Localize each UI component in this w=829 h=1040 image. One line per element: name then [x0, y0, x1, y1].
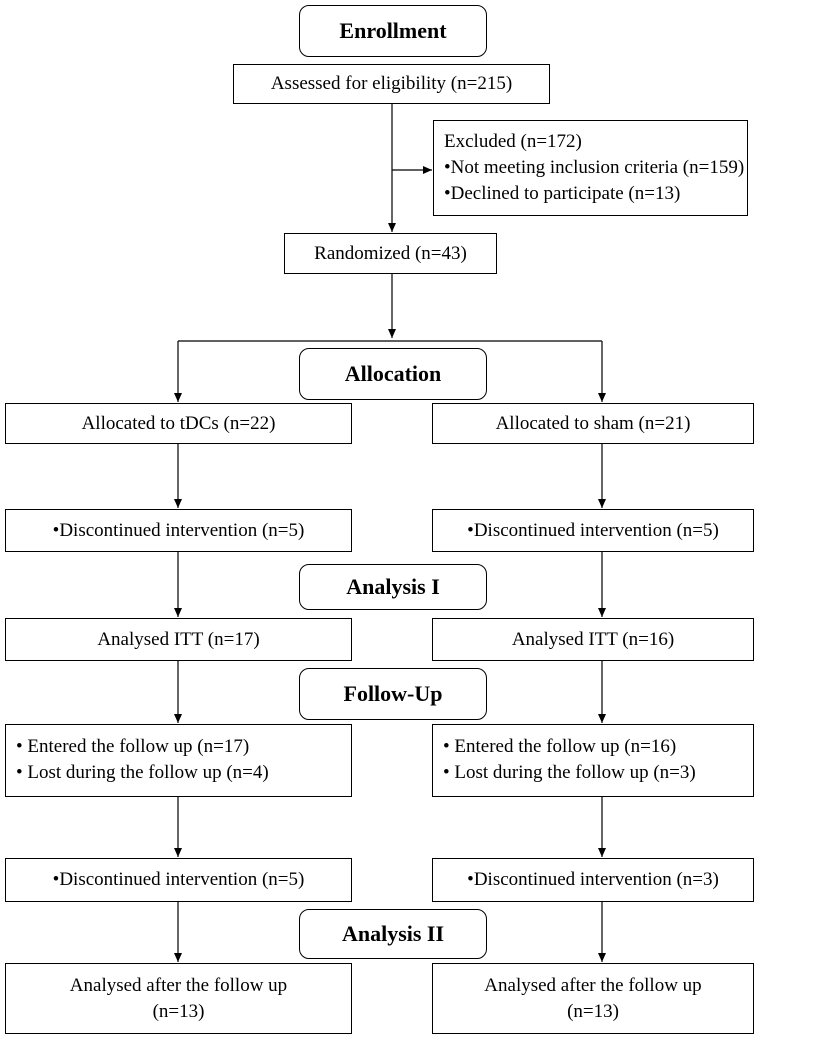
left-follow-up-item: • Lost during the follow up (n=4)	[16, 762, 269, 783]
right-follow-up-item: • Lost during the follow up (n=3)	[443, 762, 696, 783]
stage-follow-up: Follow-Up	[299, 668, 487, 720]
right-analysed-itt-box: Analysed ITT (n=16)	[432, 618, 754, 661]
excluded-item: •Not meeting inclusion criteria (n=159)	[444, 157, 745, 178]
left-discontinued-1-label: •Discontinued intervention (n=5)	[52, 519, 305, 541]
left-analysed-after-box: Analysed after the follow up (n=13)	[5, 963, 352, 1034]
excluded-box: Excluded (n=172) •Not meeting inclusion …	[433, 120, 748, 216]
left-analysed-after-line: Analysed after the follow up	[69, 974, 288, 996]
left-discontinued-1-box: •Discontinued intervention (n=5)	[5, 509, 352, 552]
right-allocated-label: Allocated to sham (n=21)	[495, 412, 691, 434]
randomized-label: Randomized (n=43)	[314, 242, 467, 264]
right-discontinued-2-label: •Discontinued intervention (n=3)	[467, 869, 719, 890]
assessed-box: Assessed for eligibility (n=215)	[233, 64, 550, 104]
right-follow-up-item: • Entered the follow up (n=16)	[443, 736, 677, 757]
right-discontinued-2-box: •Discontinued intervention (n=3)	[432, 858, 754, 902]
stage-analysis-2: Analysis II	[299, 909, 487, 959]
left-analysed-itt-label: Analysed ITT (n=17)	[97, 628, 260, 650]
left-discontinued-2-label: •Discontinued intervention (n=5)	[52, 869, 305, 890]
stage-analysis-1-label: Analysis I	[346, 574, 440, 599]
right-discontinued-1-box: •Discontinued intervention (n=5)	[432, 509, 754, 552]
right-analysed-after-line: (n=13)	[567, 1000, 619, 1022]
stage-analysis-1: Analysis I	[299, 564, 487, 610]
stage-follow-up-label: Follow-Up	[343, 681, 443, 706]
left-analysed-after-line: (n=13)	[152, 1000, 205, 1022]
stage-allocation-label: Allocation	[344, 361, 442, 386]
stage-enrollment: Enrollment	[299, 5, 487, 57]
right-analysed-after-line: Analysed after the follow up	[484, 974, 702, 996]
excluded-item: •Declined to participate (n=13)	[444, 183, 681, 204]
left-allocated-label: Allocated to tDCs (n=22)	[81, 412, 276, 434]
randomized-box: Randomized (n=43)	[284, 233, 497, 274]
stage-allocation: Allocation	[299, 348, 487, 400]
left-allocated-box: Allocated to tDCs (n=22)	[5, 403, 352, 444]
left-analysed-itt-box: Analysed ITT (n=17)	[5, 618, 352, 661]
right-analysed-after-box: Analysed after the follow up (n=13)	[432, 963, 754, 1034]
left-follow-up-box: • Entered the follow up (n=17) • Lost du…	[5, 724, 352, 797]
left-follow-up-item: • Entered the follow up (n=17)	[16, 736, 250, 757]
right-analysed-itt-label: Analysed ITT (n=16)	[511, 628, 675, 650]
assessed-label: Assessed for eligibility (n=215)	[270, 73, 513, 94]
excluded-title: Excluded (n=172)	[444, 131, 582, 152]
right-allocated-box: Allocated to sham (n=21)	[432, 403, 754, 444]
left-discontinued-2-box: •Discontinued intervention (n=5)	[5, 858, 352, 902]
stage-analysis-2-label: Analysis II	[341, 921, 445, 946]
right-discontinued-1-label: •Discontinued intervention (n=5)	[467, 519, 719, 541]
stage-enrollment-label: Enrollment	[339, 18, 447, 43]
right-follow-up-box: • Entered the follow up (n=16) • Lost du…	[432, 724, 754, 797]
